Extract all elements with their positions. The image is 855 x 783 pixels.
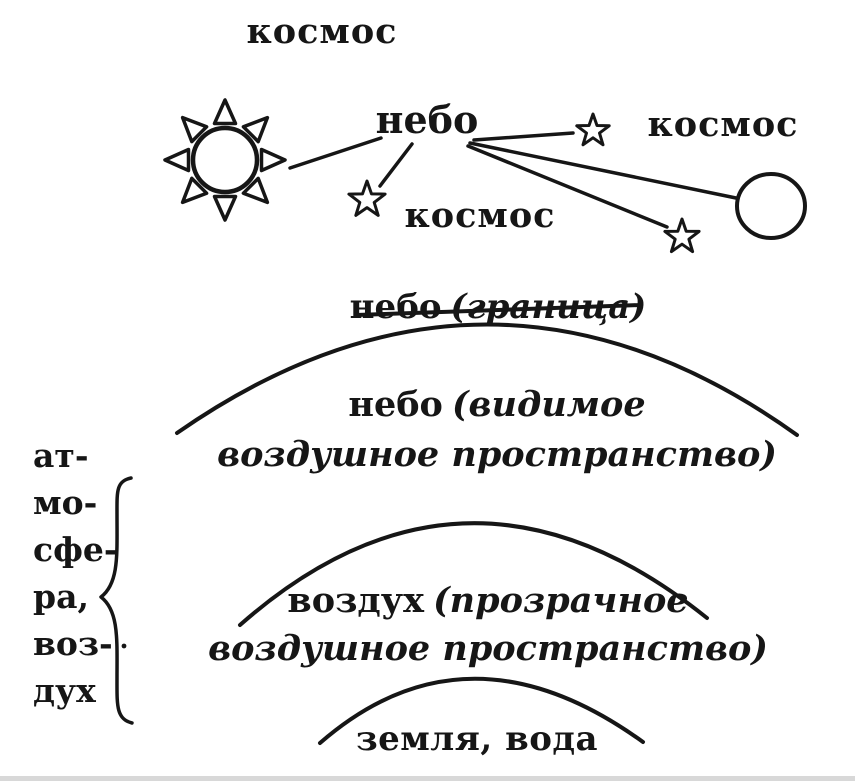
air-transparent-word: воздух: [287, 580, 425, 621]
sky-boundary-word: небо: [349, 287, 442, 327]
star-bottom-icon: [663, 217, 701, 254]
sky-visible-qualifier2: воздушное пространство): [217, 434, 777, 475]
arc-ground-layer: [318, 676, 645, 745]
sky-visible-word: небо: [348, 384, 443, 425]
line-sky-to-star-bottom: [466, 144, 669, 229]
side-label-line: мо-: [33, 483, 98, 522]
atmosphere-side-label: ат- мо- сфе- ра, воз- дух: [33, 432, 118, 714]
air-transparent-line1: воздух(прозрачное: [208, 577, 768, 625]
sky-node-label: небо: [375, 97, 479, 142]
atmosphere-brace: [99, 476, 134, 725]
arc-sky-boundary: [175, 322, 799, 437]
cosmos-label-top: космос: [246, 11, 398, 52]
side-label-line: воз-: [33, 624, 113, 663]
moon-icon: [735, 172, 807, 240]
air-transparent-qualifier1: (прозрачное: [433, 580, 689, 621]
side-label-line: ат-: [33, 436, 89, 475]
scan-artifact-line: [0, 776, 855, 781]
arc-air-layer: [238, 521, 709, 627]
star-left-icon: [347, 179, 387, 217]
side-label-line: дух: [33, 671, 96, 710]
association-lines: [288, 131, 738, 229]
ground-label: земля, вода: [355, 719, 599, 759]
air-transparent-qualifier2: воздушное пространство): [208, 628, 768, 669]
star-right-icon: [575, 112, 611, 147]
sky-visible-line1: небо(видимое: [217, 380, 777, 430]
side-label-line: сфе-: [33, 530, 118, 569]
cosmos-label-middle: космос: [404, 195, 556, 236]
line-sky-to-moon: [468, 141, 738, 200]
sky-boundary-label: небо(граница): [349, 287, 647, 327]
line-sky-to-star-left: [378, 142, 414, 188]
air-transparent-label: воздух(прозрачное воздушное пространство…: [208, 577, 768, 673]
line-sky-to-star-right: [472, 131, 575, 142]
cosmos-label-right: космос: [647, 104, 799, 145]
sky-visible-label: небо(видимое воздушное пространство): [217, 380, 777, 480]
line-sky-to-sun: [288, 136, 383, 170]
sky-visible-qualifier1: (видимое: [451, 384, 646, 425]
sun-icon: [163, 98, 287, 222]
brace-dot-mark: [121, 643, 127, 649]
sky-boundary-qualifier: (граница): [450, 287, 647, 327]
side-label-line: ра,: [33, 577, 89, 616]
